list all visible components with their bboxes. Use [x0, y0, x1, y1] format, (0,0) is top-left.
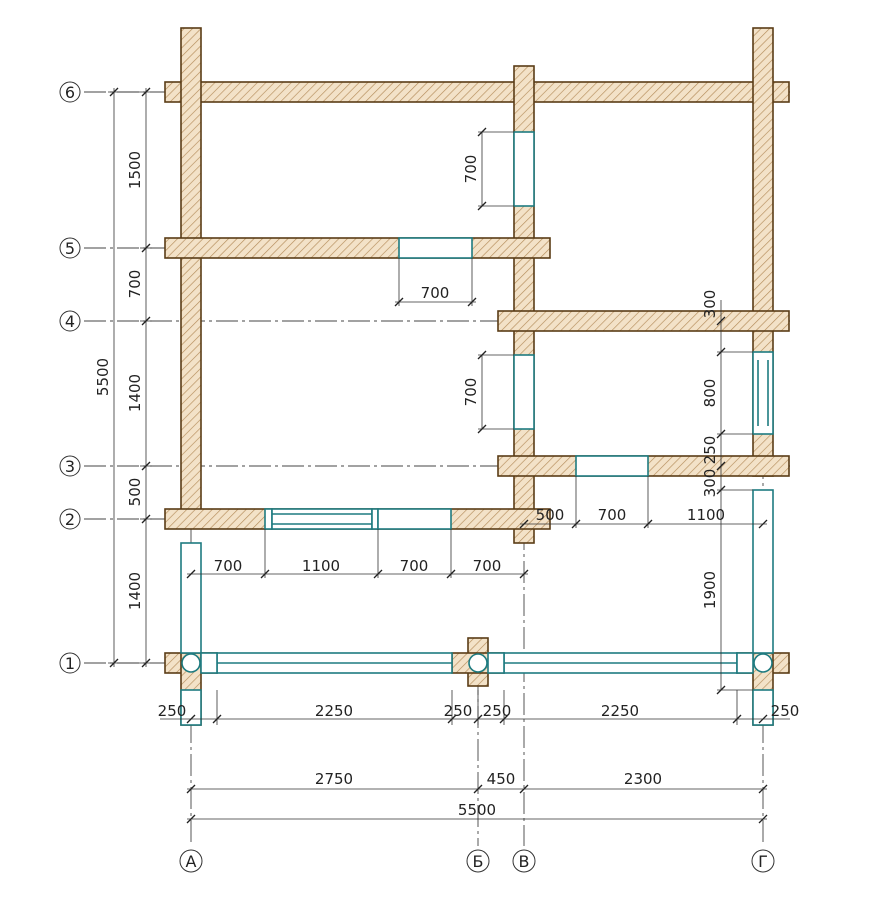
axis-marker-4 [59, 310, 81, 332]
dimension-lines [108, 88, 790, 820]
dim-left-500: 500 [126, 478, 144, 507]
opening-axis-2-right [377, 508, 452, 530]
dim-right-1900: 1900 [701, 571, 719, 609]
axis-label-3: 3 [65, 457, 75, 476]
opening-axis-v-5-6 [513, 131, 535, 207]
dim-bottom-250-a: 250 [158, 702, 187, 720]
axis-marker-2 [59, 508, 81, 530]
opening-axis-5 [398, 237, 473, 259]
axis-marker-a [179, 849, 203, 873]
dim-bottom-250-b1: 250 [444, 702, 473, 720]
dim-right-300-bottom: 300 [701, 469, 719, 498]
dimension-texts: 5500 1400 500 1400 700 1500 250 2250 250… [94, 151, 799, 819]
log-walls [164, 27, 790, 726]
frame-axis-a-lower [180, 542, 202, 654]
wall-axis-4 [497, 310, 790, 332]
axis-marker-g [751, 849, 775, 873]
post-b1-circle [468, 653, 488, 673]
dim-right-1100: 1100 [687, 506, 725, 524]
opening-axis-v-3-4 [513, 354, 535, 430]
wall-axis-a [180, 27, 202, 529]
frame-axis-g-lower [752, 489, 774, 654]
post-g1-circle [753, 653, 773, 673]
opening-axis-g-3-4 [752, 351, 774, 435]
dim-left-total: 5500 [94, 358, 112, 396]
dim-right-300-top: 300 [701, 290, 719, 319]
axis-markers [59, 81, 775, 873]
wall-axis-5 [164, 237, 551, 259]
opening-axis-2-left [264, 508, 273, 530]
dim-right-700: 700 [598, 506, 627, 524]
dim-bottom-2300: 2300 [624, 770, 662, 788]
axis-marker-1 [59, 652, 81, 674]
dim-bottom-2750: 2750 [315, 770, 353, 788]
dim-bottom-total: 5500 [458, 801, 496, 819]
openings [180, 131, 774, 726]
dim-opening-axis5: 700 [421, 284, 450, 302]
axis-label-5: 5 [65, 239, 75, 258]
dim-axis2-1100: 1100 [302, 557, 340, 575]
round-posts [181, 653, 773, 673]
opening-axis-2-mid [271, 508, 373, 530]
axis-marker-6 [59, 81, 81, 103]
opening-axis-2-slot [371, 508, 379, 530]
axis-label-1: 1 [65, 654, 75, 673]
axis-marker-v [512, 849, 536, 873]
dimension-ticks [109, 87, 768, 824]
axis-label-a: А [186, 852, 197, 871]
dim-bottom-2250-right: 2250 [601, 702, 639, 720]
dim-right-500: 500 [536, 506, 565, 524]
dim-left-1400-lower: 1400 [126, 572, 144, 610]
axis-marker-b [466, 849, 490, 873]
axis-label-b: Б [473, 852, 484, 871]
dim-left-1400-upper: 1400 [126, 374, 144, 412]
axis-label-v: В [519, 852, 530, 871]
dim-right-250: 250 [701, 436, 719, 465]
dim-opening-3-4: 700 [462, 378, 480, 407]
dim-axis2-700-a: 700 [214, 557, 243, 575]
dim-axis2-700-c: 700 [473, 557, 502, 575]
axis-label-g: Г [758, 852, 768, 871]
axis-marker-3 [59, 455, 81, 477]
axis-label-6: 6 [65, 83, 75, 102]
dim-bottom-2250-left: 2250 [315, 702, 353, 720]
axis-labels: 6 5 4 3 2 1 А Б В Г [65, 83, 768, 871]
axis-label-2: 2 [65, 510, 75, 529]
dim-right-800: 800 [701, 379, 719, 408]
dim-left-1500: 1500 [126, 151, 144, 189]
dim-bottom-250-b2: 250 [483, 702, 512, 720]
dim-axis2-700-b: 700 [400, 557, 429, 575]
axis-marker-5 [59, 237, 81, 259]
wall-axis-6 [164, 81, 790, 103]
axis-label-4: 4 [65, 312, 75, 331]
dim-bottom-450: 450 [487, 770, 516, 788]
opening-axis-3 [575, 455, 649, 477]
post-a1-circle [181, 653, 201, 673]
dim-bottom-250-g: 250 [771, 702, 800, 720]
dim-left-700: 700 [126, 270, 144, 299]
dim-opening-5-6: 700 [462, 155, 480, 184]
